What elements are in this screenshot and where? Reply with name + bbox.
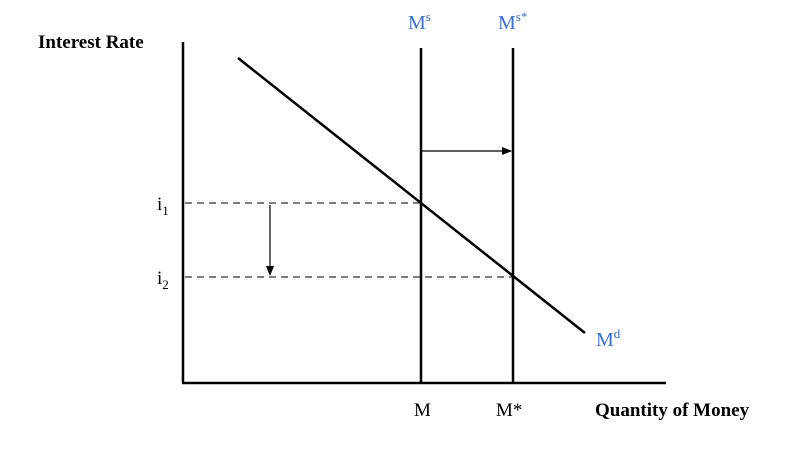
y-axis-title: Interest Rate [38,32,144,53]
i2-label: i2 [157,268,169,292]
i1-label: i1 [157,194,169,218]
ms-star-label: Ms* [498,9,527,34]
x-axis-title: Quantity of Money [595,400,750,421]
money-demand-curve [237,57,586,334]
ms-label: Ms [408,9,431,34]
m-star-label: M* [496,400,522,421]
md-label: Md [596,326,621,351]
m-label: M [414,400,431,421]
